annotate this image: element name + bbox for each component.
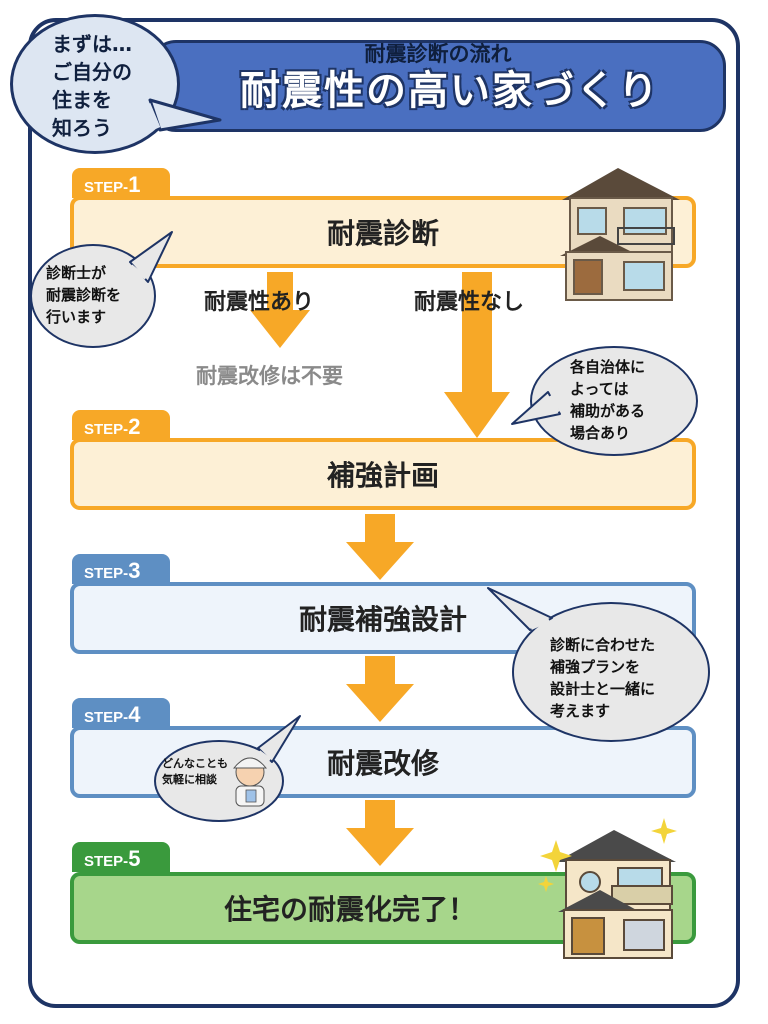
consult-note: どんなことも 気軽に相談: [162, 756, 228, 788]
note-line: 気軽に相談: [162, 773, 217, 786]
step-label: 耐震補強設計: [298, 603, 467, 636]
arrow-yes: [250, 272, 310, 348]
plan-note: 診断に合わせた 補強プランを 設計士と一緒に 考えます: [550, 634, 655, 722]
page-subtitle: 耐震診断の流れ: [364, 42, 512, 66]
step-tab-1: STEP-1: [72, 168, 170, 198]
step-number: 2: [128, 414, 141, 439]
step-tab-5: STEP-5: [72, 842, 170, 872]
intro-line: 知ろう: [52, 116, 112, 140]
note-line: 考えます: [550, 702, 611, 720]
branch-yes-label: 耐震性あり: [204, 290, 315, 315]
step-prefix: STEP-: [84, 179, 129, 196]
arrow-no: [444, 272, 510, 438]
intro-line: まずは…: [52, 32, 132, 56]
intro-line: 住まを: [52, 88, 112, 112]
no-repair-label: 耐震改修は不要: [196, 364, 343, 388]
step-prefix: STEP-: [84, 709, 129, 726]
note-line: 場合あり: [570, 424, 631, 442]
note-line: 補助がある: [570, 402, 646, 420]
step-prefix: STEP-: [84, 421, 129, 438]
branch-no-label: 耐震性なし: [414, 290, 525, 315]
intro-speech-bubble: [10, 14, 180, 154]
step-box-3: 耐震補強設計: [70, 582, 696, 654]
step-label: 耐震診断: [326, 217, 439, 250]
page-title: 耐震性の高い家づくり: [240, 68, 660, 114]
note-line: 診断に合わせた: [550, 636, 656, 654]
note-line: 耐震診断を: [46, 286, 122, 304]
step-tab-2: STEP-2: [72, 410, 170, 440]
step-label: 住宅の耐震化完了！: [224, 893, 477, 926]
note-line: どんなことも: [162, 757, 228, 770]
step-number: 4: [128, 702, 141, 727]
step-prefix: STEP-: [84, 853, 129, 870]
plan-bubble: [512, 602, 710, 742]
note-line: 行います: [46, 308, 107, 326]
subsidy-note: 各自治体に よっては 補助がある 場合あり: [570, 356, 645, 444]
step-prefix: STEP-: [84, 565, 129, 582]
subsidy-bubble: [530, 346, 698, 456]
step-tab-3: STEP-3: [72, 554, 170, 584]
arrow-2-3: [346, 514, 414, 580]
note-line: よっては: [570, 380, 629, 398]
sparkle-icon: [538, 818, 677, 892]
step-label: 耐震改修: [326, 747, 439, 780]
note-line: 各自治体に: [570, 358, 646, 376]
note-line: 設計士と一緒に: [550, 680, 656, 698]
note-line: 診断士が: [46, 264, 107, 282]
step-number: 3: [128, 558, 141, 583]
arrow-3-4: [346, 656, 414, 722]
intro-text: まずは… ご自分の 住まを 知ろう: [52, 30, 172, 142]
step-number: 5: [128, 846, 141, 871]
step-label: 補強計画: [326, 459, 439, 492]
note-line: 補強プランを: [550, 658, 641, 676]
step-tab-4: STEP-4: [72, 698, 170, 728]
diagnostician-note: 診断士が 耐震診断を 行います: [46, 262, 121, 328]
step-number: 1: [128, 172, 141, 197]
arrow-4-5: [346, 800, 414, 866]
intro-line: ご自分の: [52, 60, 132, 84]
title-banner: [150, 40, 726, 132]
step-box-2: 補強計画: [70, 438, 696, 510]
